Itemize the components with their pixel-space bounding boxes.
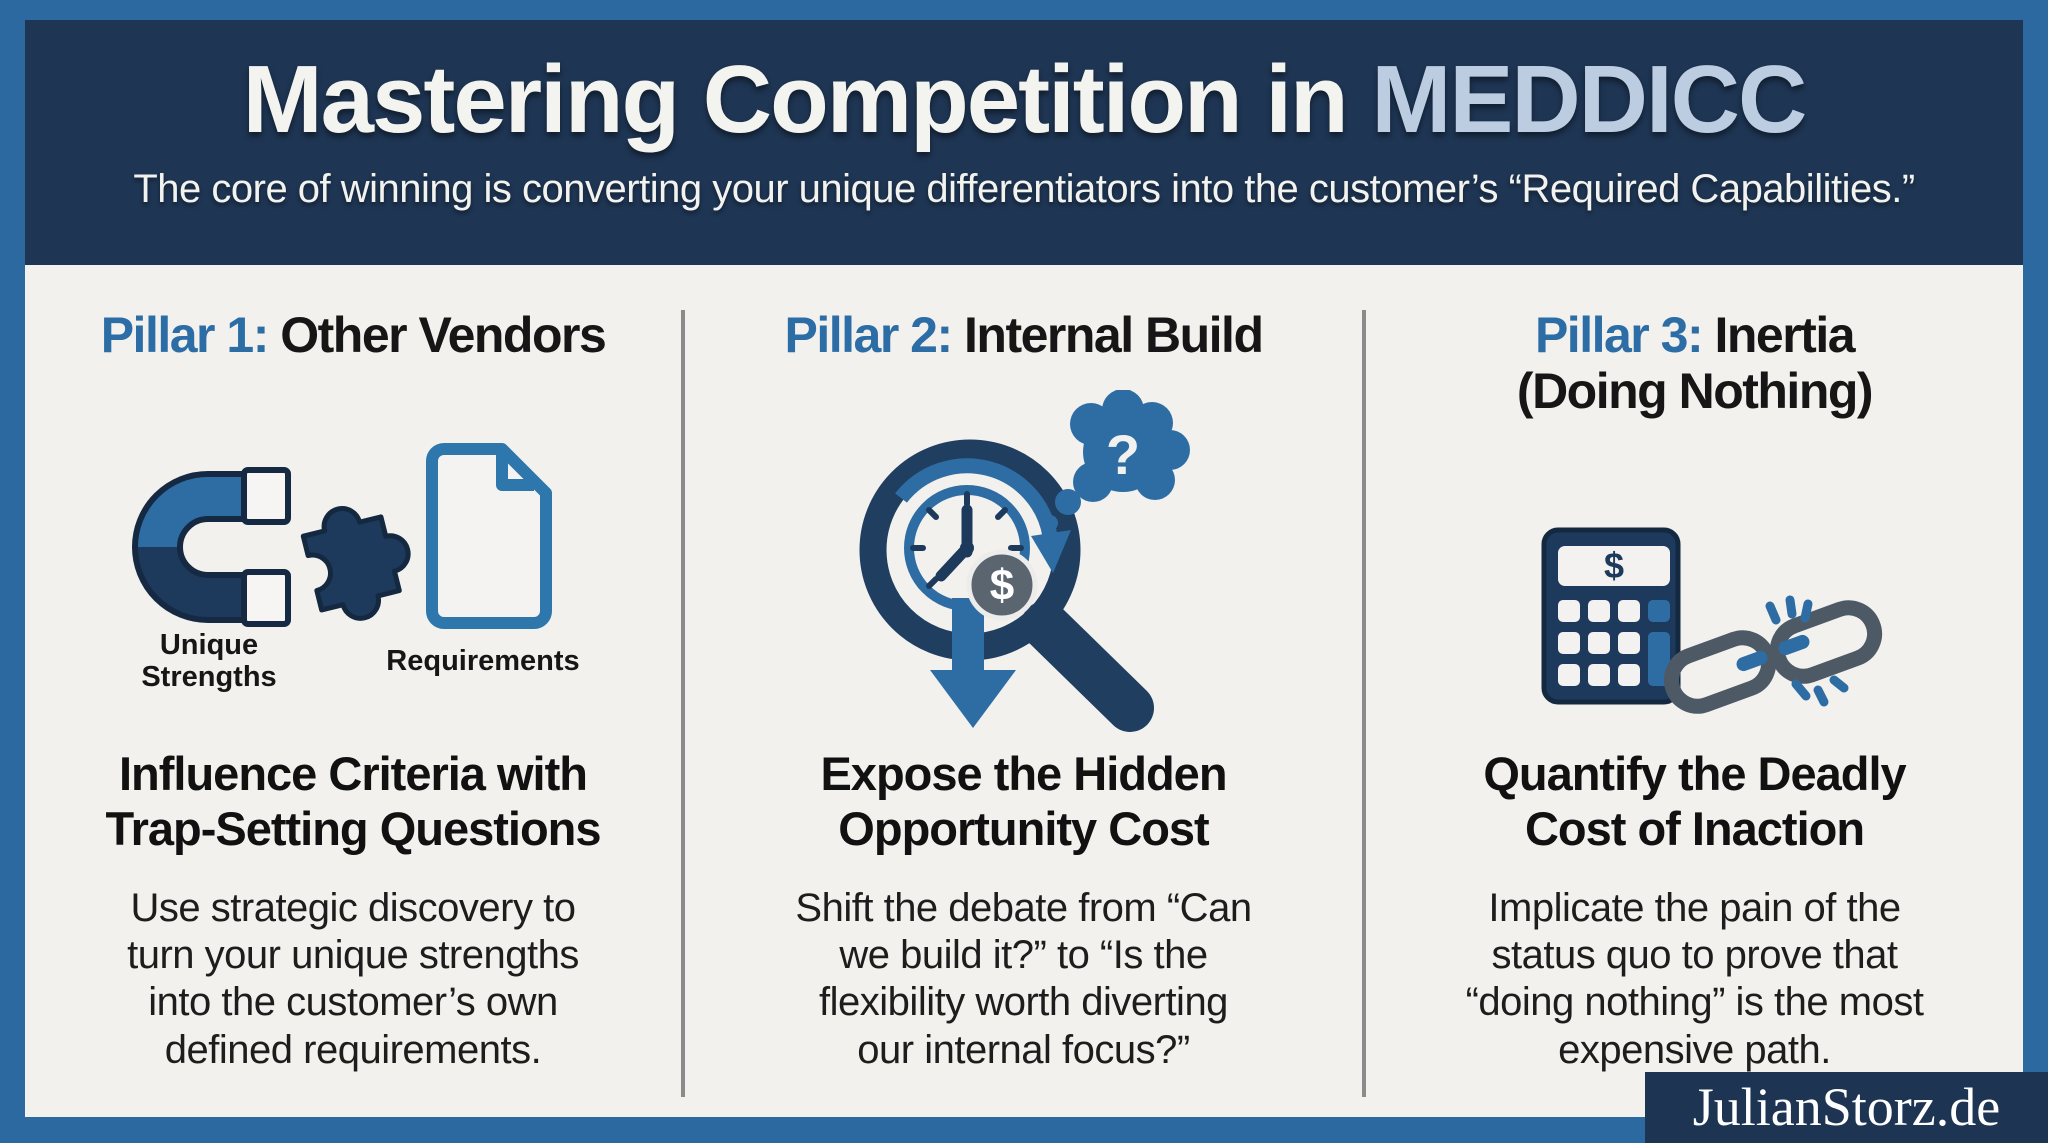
page-title: Mastering Competition in MEDDICC: [25, 20, 2023, 151]
pillar-3-heading: Quantify the Deadly Cost of Inaction: [1483, 747, 1906, 855]
pillar-2-number: Pillar 2:: [784, 307, 954, 363]
pillar-1-column: Pillar 1: Other Vendors: [25, 265, 681, 1117]
pillar-2-label: Pillar 2: Internal Build: [685, 309, 1362, 361]
header-band: Mastering Competition in MEDDICC The cor…: [25, 20, 2023, 265]
pillar-3-icon-group: $: [1541, 527, 1883, 714]
watermark-text: JulianStorz.de: [1692, 1077, 2001, 1137]
pillar-2-description: Shift the debate from “Can we build it?”…: [795, 886, 1252, 1072]
pillar-3-topic: Inertia: [1702, 307, 1855, 363]
pillar-2-topic: Internal Build: [951, 307, 1264, 363]
column-divider-1: [681, 310, 685, 1097]
break-sparks: [1765, 595, 1849, 707]
question-glyph: ?: [1106, 423, 1140, 486]
pillar-3-number: Pillar 3:: [1534, 307, 1704, 363]
calculator-icon: $: [1541, 527, 1681, 705]
pillar-1-description: Use strategic discovery to turn your uni…: [127, 886, 579, 1072]
column-divider-2: [1362, 310, 1366, 1097]
broken-chain-icon: [1663, 595, 1883, 714]
pillar-1-topic: Other Vendors: [267, 307, 607, 363]
pillar-2-heading: Expose the Hidden Opportunity Cost: [820, 747, 1227, 855]
pillar-3-label-line2: (Doing Nothing): [1516, 363, 1874, 419]
watermark-box: JulianStorz.de: [1645, 1072, 2048, 1143]
pillar-1-heading: Influence Criteria with Trap-Setting Que…: [105, 747, 601, 855]
content-area: Pillar 1: Other Vendors: [25, 265, 2023, 1117]
subtitle: The core of winning is converting your u…: [133, 166, 1915, 211]
title-highlight: MEDDICC: [1371, 46, 1807, 153]
pillar-1-label: Pillar 1: Other Vendors: [25, 309, 681, 361]
pillar-2-icon-group: $ ?: [859, 390, 1190, 732]
icon-label-requirements: Requirements: [386, 645, 580, 677]
magnet-icon: [132, 467, 291, 627]
down-arrow-icon: [930, 598, 1016, 728]
pillar-2-column: Pillar 2: Internal Build: [685, 265, 1362, 1117]
document-icon: [426, 443, 552, 629]
pillar-3-column: Pillar 3: Inertia (Doing Nothing) $: [1366, 265, 2023, 1117]
title-text: Mastering Competition in: [242, 46, 1372, 153]
dollar-glyph: $: [990, 561, 1014, 610]
thought-bubble-question-icon: ?: [1042, 390, 1190, 531]
pillar-1-icon-group: [132, 443, 552, 629]
icon-label-unique-strengths: Unique Strengths: [141, 629, 277, 694]
dollar-badge-icon: $: [966, 549, 1038, 621]
pillar-3-description: Implicate the pain of the status quo to …: [1465, 886, 1924, 1072]
pillar-1-number: Pillar 1:: [100, 307, 270, 363]
puzzle-piece-icon: [300, 506, 411, 621]
calculator-dollar-glyph: $: [1604, 545, 1624, 586]
pillar-3-label: Pillar 3: Inertia: [1366, 309, 2023, 361]
